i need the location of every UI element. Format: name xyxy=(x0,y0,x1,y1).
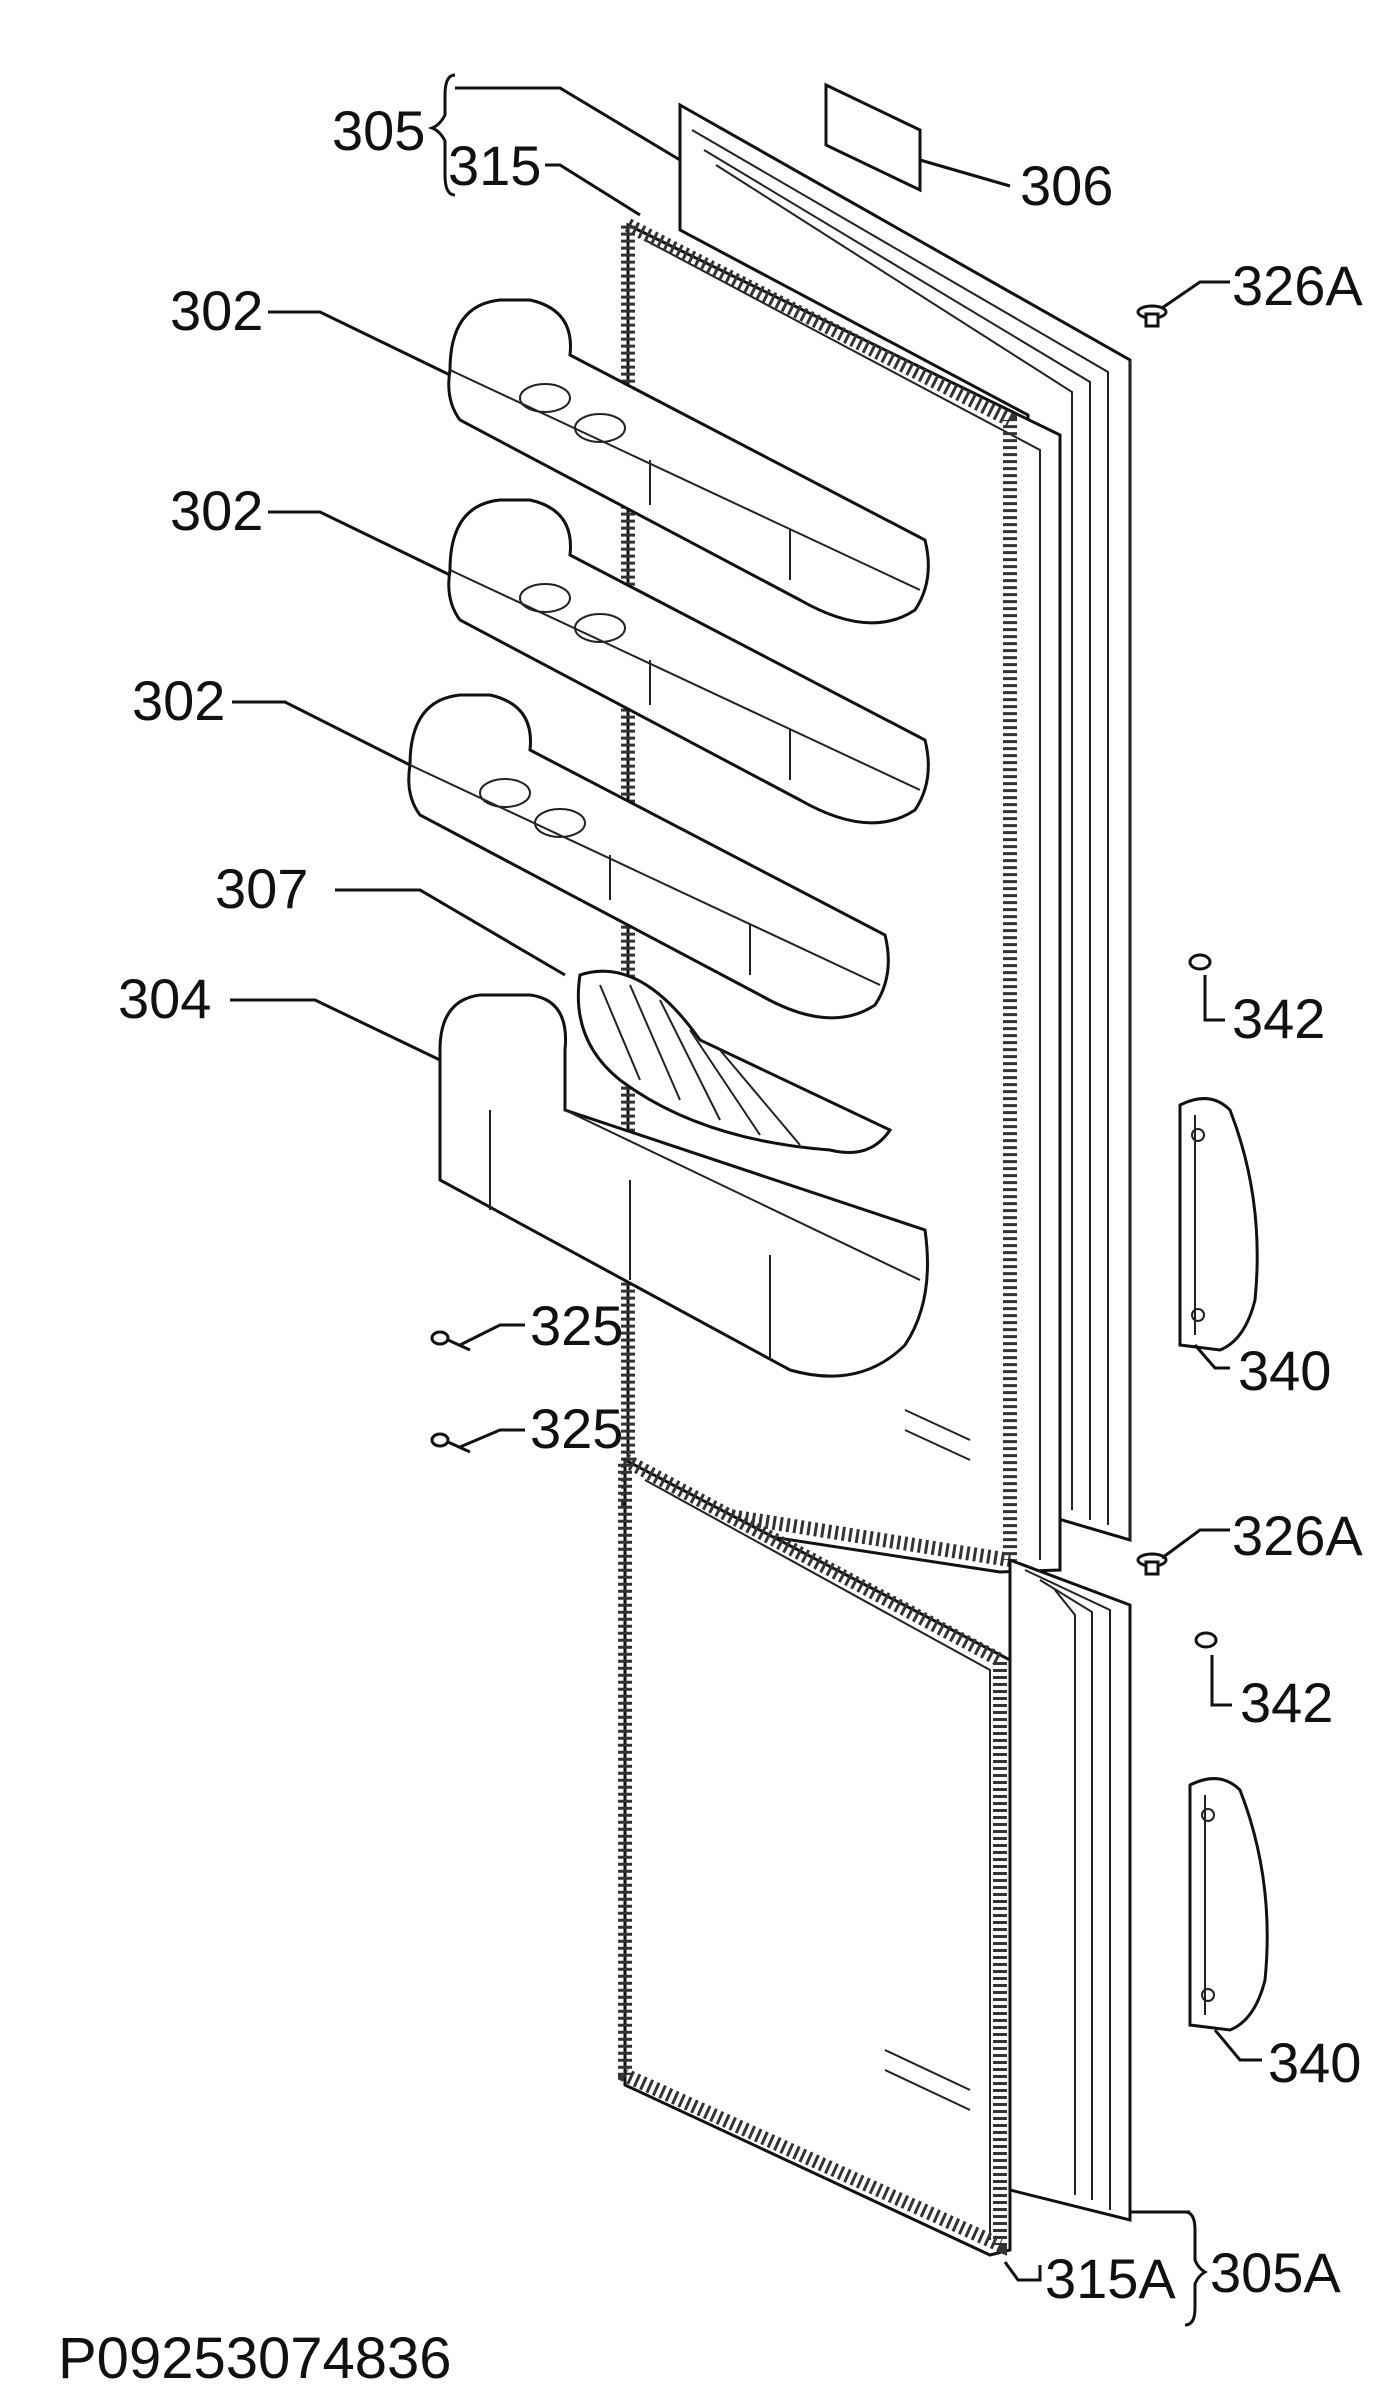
lower-door-gasket xyxy=(618,1448,1007,2256)
hinge-bushing-bottom xyxy=(1136,1552,1168,1576)
label-306: 306 xyxy=(1020,154,1113,217)
callout-labels: 305 315 306 326A 302 302 302 307 304 342… xyxy=(58,99,1363,2391)
label-302-lower: 302 xyxy=(132,669,225,732)
label-315: 315 xyxy=(448,134,541,197)
handle-cap-top xyxy=(1188,953,1212,971)
label-305a: 305A xyxy=(1210,2241,1341,2304)
screw-lower xyxy=(430,1432,471,1454)
label-302-middle: 302 xyxy=(170,479,263,542)
door-shelf-lower xyxy=(407,693,890,1020)
lower-door-liner xyxy=(623,1457,1012,2257)
label-305: 305 xyxy=(332,99,425,162)
label-302-top: 302 xyxy=(170,279,263,342)
label-326a-top: 326A xyxy=(1232,254,1363,317)
bottle-retainer xyxy=(576,969,893,1154)
door-balcony-bottle-shelf xyxy=(438,993,929,1378)
door-shelf-top xyxy=(447,298,930,625)
label-342-bottom: 342 xyxy=(1240,1671,1333,1734)
label-315a: 315A xyxy=(1045,2247,1176,2310)
door-shelf-middle xyxy=(447,498,930,825)
lower-door-handle xyxy=(1188,1631,1269,2032)
lower-door-panel xyxy=(1008,1557,1132,2222)
label-342-top: 342 xyxy=(1232,987,1325,1050)
hinge-bushing-top xyxy=(1136,304,1168,328)
rating-label-plate xyxy=(824,82,922,193)
label-304: 304 xyxy=(118,967,211,1030)
label-325-upper: 325 xyxy=(530,1294,623,1357)
label-340-bottom: 340 xyxy=(1268,2031,1361,2094)
screw-upper xyxy=(430,1330,471,1352)
leader-lines xyxy=(230,73,1262,2327)
handle-cap-bottom xyxy=(1194,1631,1218,1649)
drawing-code: P09253074836 xyxy=(58,2326,452,2391)
label-325-lower: 325 xyxy=(530,1397,623,1460)
lower-door-assembly xyxy=(618,1448,1132,2257)
label-326a-bottom: 326A xyxy=(1232,1504,1363,1567)
label-340-top: 340 xyxy=(1238,1339,1331,1402)
label-307: 307 xyxy=(215,857,308,920)
upper-door-handle xyxy=(1178,953,1259,1352)
